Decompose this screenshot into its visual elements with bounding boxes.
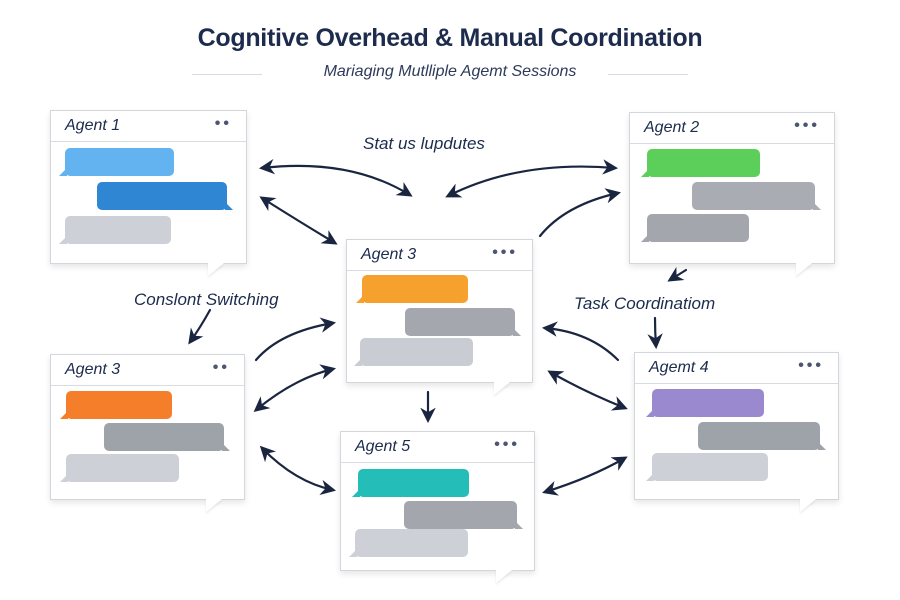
arrow-agent1-agent3	[259, 196, 338, 245]
chat-bubble	[352, 469, 469, 497]
chat-bubble	[698, 422, 826, 450]
chat-bubble	[59, 148, 174, 176]
agent-window-title: Agent 1	[65, 117, 121, 134]
arrow-status-agent2	[445, 159, 619, 198]
diagram-title: Cognitive Overhead & Manual Coordination	[197, 24, 703, 52]
more-options-icon[interactable]: •••	[494, 436, 520, 453]
label-constant-switching: Conslont Switching	[134, 290, 279, 309]
arrow-agent1-status	[258, 158, 413, 197]
agent-window-5: Agent 5 •••	[340, 431, 535, 571]
label-task-coordination: Task Coordinatiom	[574, 294, 716, 313]
more-options-icon[interactable]: •••	[492, 244, 518, 261]
more-options-icon[interactable]: ••	[212, 359, 230, 376]
more-options-icon[interactable]: •••	[794, 117, 820, 134]
subtitle-rule-right	[608, 74, 688, 75]
chat-bubble	[354, 338, 473, 366]
arrow-agent3-agent2	[538, 188, 622, 238]
label-status-updates: Stat us lupdutes	[363, 134, 485, 153]
more-options-icon[interactable]: ••	[214, 115, 232, 132]
agent-window-1: Agent 1 ••	[50, 110, 247, 264]
chat-bubble	[641, 149, 760, 177]
agent-window-3-center: Agent 3 •••	[346, 239, 533, 383]
agent-window-title: Agemt 4	[649, 359, 709, 376]
agent-window-title: Agent 3	[361, 246, 417, 263]
arrow-agent5-agent4	[542, 456, 628, 496]
arrow-agent4-center-a	[541, 321, 620, 362]
chat-bubble	[104, 423, 230, 451]
chat-bubble	[97, 182, 233, 210]
chat-bubble	[60, 454, 179, 482]
more-options-icon[interactable]: •••	[798, 357, 824, 374]
chat-bubble	[646, 389, 764, 417]
chat-bubble	[692, 182, 821, 210]
arrow-switching	[188, 308, 212, 345]
arrow-left-center-b	[253, 364, 336, 412]
agent-window-4: Agemt 4 •••	[634, 352, 839, 500]
subtitle-rule-left	[192, 74, 262, 75]
agent-window-2: Agent 2 •••	[629, 112, 835, 264]
agent-window-3-left: Agent 3 ••	[50, 354, 245, 500]
agent-window-title: Agent 2	[644, 119, 700, 136]
chat-bubble	[641, 214, 749, 242]
arrow-left-agent5	[259, 445, 337, 495]
chat-bubble	[60, 391, 172, 419]
arrow-coordination-a	[667, 266, 688, 282]
chat-bubble	[405, 308, 521, 336]
chat-bubble	[404, 501, 523, 529]
arrow-agent4-center-b	[547, 370, 628, 411]
arrow-coordination-b	[647, 316, 663, 350]
diagram-subtitle: Mariaging Mutlliple Agemt Sessions	[323, 63, 577, 80]
chat-bubble	[349, 529, 468, 557]
chat-bubble	[356, 275, 468, 303]
chat-bubble	[646, 453, 768, 481]
agent-window-title: Agent 3	[65, 361, 121, 378]
chat-bubble	[59, 216, 171, 244]
arrow-left-center-a	[254, 317, 337, 362]
agent-window-title: Agent 5	[355, 438, 411, 455]
